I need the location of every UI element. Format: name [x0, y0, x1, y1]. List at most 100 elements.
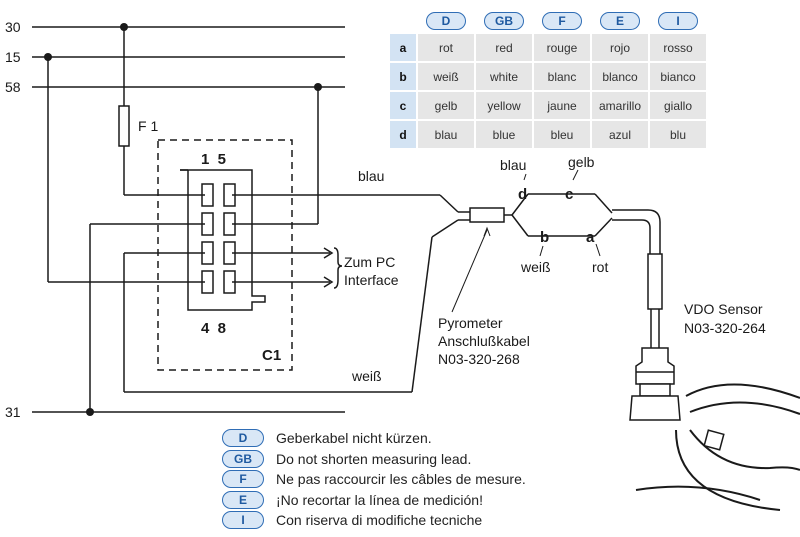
legend: D Geberkabel nicht kürzen. GB Do not sho… [222, 428, 526, 531]
sensor-label-1: VDO Sensor [684, 301, 763, 317]
junction-color-rot: rot [592, 259, 608, 275]
pyrometer-plug [469, 207, 505, 223]
wire-weiss-bend [431, 219, 459, 238]
legend-item: F Ne pas raccourcir les câbles de mesure… [222, 469, 526, 490]
legend-text: ¡No recortar la línea de medición! [276, 491, 483, 508]
junction-color-gelb: gelb [568, 154, 595, 170]
pyrometer-pointer [451, 229, 488, 313]
connector-housing [180, 169, 266, 311]
lang-badge-f: F [222, 470, 264, 489]
leader-gelb [572, 169, 579, 181]
table-cell: rosso [650, 34, 706, 61]
lang-badge-gb: GB [484, 12, 524, 30]
table-cell: yellow [476, 92, 532, 119]
sensor-cable-inner [612, 219, 651, 254]
pin-socket-2 [201, 212, 214, 236]
table-cell: red [476, 34, 532, 61]
junction-dot [120, 23, 128, 31]
pin-socket-6 [223, 212, 236, 236]
table-cell: bleu [534, 121, 590, 148]
junction-lower-left [511, 214, 529, 237]
exhaust-pipe [635, 485, 761, 501]
table-cell: rot [418, 34, 474, 61]
table-cell: gelb [418, 92, 474, 119]
pc-brace [333, 247, 343, 289]
pc-arrow-1 [323, 247, 334, 259]
table-header-cell: GB [476, 10, 532, 32]
legend-item: I Con riserva di modifiche tecniche [222, 510, 526, 531]
pc-interface-label-1: Zum PC [344, 254, 395, 270]
sensor-label-2: N03-320-264 [684, 320, 766, 336]
sensor-nut [635, 347, 675, 385]
table-cell: blau [418, 121, 474, 148]
row-key: a [390, 34, 416, 61]
table-cell: blu [650, 121, 706, 148]
pin-numbers-top: 1 5 [201, 151, 226, 168]
legend-text: Ne pas raccourcir les câbles de mesure. [276, 471, 526, 488]
lang-badge-gb: GB [222, 449, 264, 468]
pin-numbers-bottom: 4 8 [201, 320, 226, 337]
legend-item: D Geberkabel nicht kürzen. [222, 428, 526, 449]
junction-letter-a: a [586, 229, 595, 246]
leader-blau [523, 173, 527, 181]
terminal-30-label: 30 [5, 19, 21, 35]
leader-weiss [539, 245, 544, 257]
table-header-cell: E [592, 10, 648, 32]
lang-badge-e: E [600, 12, 640, 30]
legend-item: GB Do not shorten measuring lead. [222, 449, 526, 470]
clamp-lower [689, 429, 800, 471]
table-cell: blanco [592, 63, 648, 90]
pin-socket-3 [201, 241, 214, 265]
table-header-cell: D [418, 10, 474, 32]
connector-name: C1 [262, 347, 281, 364]
junction-dot [314, 83, 322, 91]
table-cell: jaune [534, 92, 590, 119]
pc-arrow-2 [323, 276, 334, 288]
junction-letter-b: b [540, 229, 549, 246]
sensor-thread [639, 383, 671, 397]
fuse-label: F 1 [138, 118, 158, 134]
pyrometer-label-3: N03-320-268 [438, 351, 520, 367]
pyrometer-label-1: Pyrometer [438, 315, 503, 331]
junction-dot [44, 53, 52, 61]
sensor-cable-top [612, 209, 661, 254]
pyrometer-pointer-head [483, 226, 491, 237]
clamp-wrap [675, 429, 781, 511]
leader-rot [595, 243, 601, 257]
junction-letter-c: c [565, 186, 573, 203]
lang-badge-d: D [222, 429, 264, 448]
terminal-31-label: 31 [5, 404, 21, 420]
pin-socket-7 [223, 241, 236, 265]
terminal-58-label: 58 [5, 79, 21, 95]
lang-badge-i: I [658, 12, 698, 30]
wire-color-table: D GB F E I a rot red rouge rojo rosso b … [388, 8, 708, 150]
junction-color-blau: blau [500, 157, 526, 173]
table-cell: weiß [418, 63, 474, 90]
lang-badge-d: D [426, 12, 466, 30]
junction-upper-left [511, 193, 529, 216]
pin-socket-8 [223, 270, 236, 294]
table-row: d blau blue bleu azul blu [390, 121, 706, 148]
table-corner [390, 10, 416, 32]
legend-text: Con riserva di modifiche tecniche [276, 512, 483, 529]
pin-socket-5 [223, 183, 236, 207]
wire-blau-bend [439, 194, 459, 213]
table-cell: white [476, 63, 532, 90]
table-cell: rouge [534, 34, 590, 61]
table-row: a rot red rouge rojo rosso [390, 34, 706, 61]
table-cell: amarillo [592, 92, 648, 119]
lang-badge-f: F [542, 12, 582, 30]
lang-badge-e: E [222, 490, 264, 509]
table-row: b weiß white blanc blanco bianco [390, 63, 706, 90]
table-cell: blue [476, 121, 532, 148]
table-cell: azul [592, 121, 648, 148]
junction-lower-right [594, 217, 613, 237]
pc-interface-label-2: Interface [344, 272, 399, 288]
pin-socket-4 [201, 270, 214, 294]
pyrometer-label-2: Anschlußkabel [438, 333, 530, 349]
wire-blau-label: blau [358, 168, 384, 184]
table-header-cell: F [534, 10, 590, 32]
legend-text: Do not shorten measuring lead. [276, 450, 472, 467]
fuse-f1 [118, 105, 130, 147]
